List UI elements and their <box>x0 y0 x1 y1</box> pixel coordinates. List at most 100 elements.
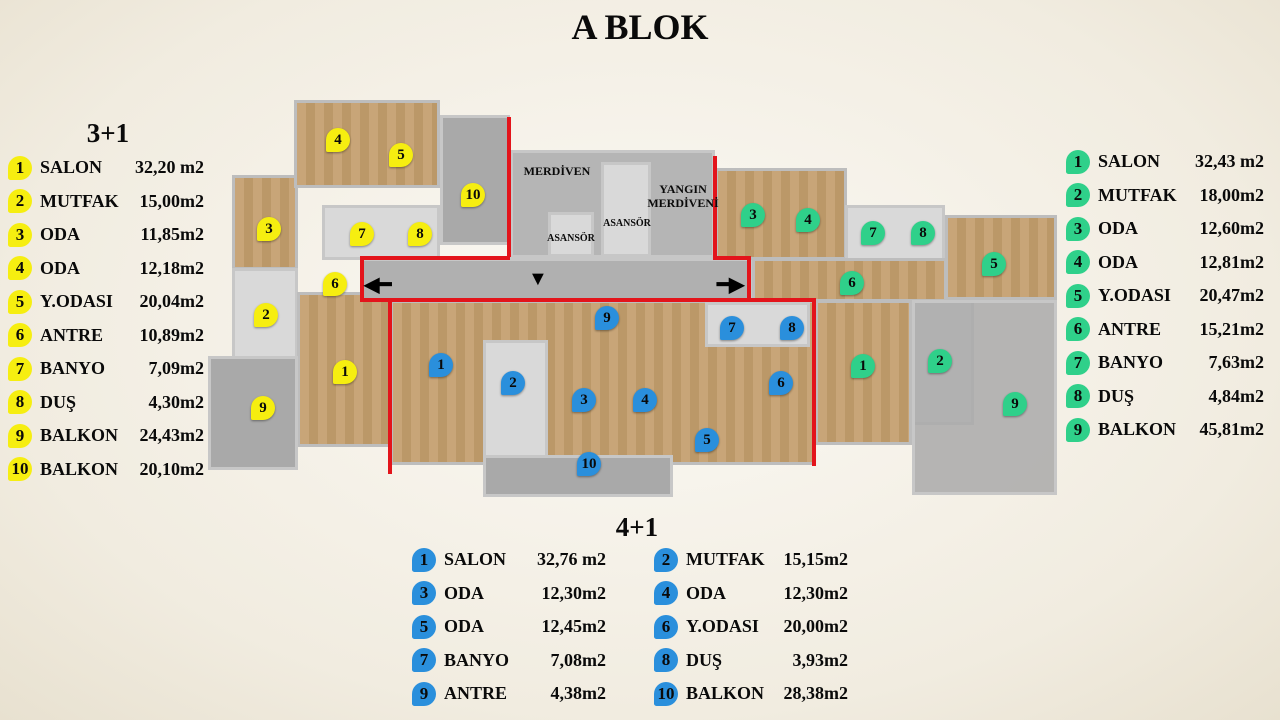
outline <box>360 298 392 302</box>
room-area: 10,89m2 <box>139 324 205 345</box>
room-name: DUŞ <box>686 649 723 670</box>
room-area: 12,30m2 <box>783 582 849 603</box>
legend-item: 3 ODA 12,60m2 <box>1066 212 1271 246</box>
plan-marker-left: 2 <box>254 303 278 327</box>
legend-heading: 4+1 <box>615 512 659 542</box>
plan-marker-left: 7 <box>350 222 374 246</box>
number-badge: 1 <box>412 547 436 572</box>
arrow-right-icon: ━▶ <box>717 274 745 296</box>
number-badge: 9 <box>1066 417 1090 442</box>
room-name: Y.ODASI <box>686 616 759 637</box>
page-title: A BLOK <box>571 7 709 47</box>
outline <box>713 256 751 260</box>
number-badge: 5 <box>1066 283 1090 308</box>
room-name: ANTRE <box>444 683 508 704</box>
arrow-down-icon: ▼ <box>528 268 548 290</box>
room-name: SALON <box>444 549 507 570</box>
room-name: BALKON <box>686 683 765 704</box>
plan-marker-right: 6 <box>840 271 864 295</box>
room-area: 32,43 m2 <box>1195 151 1264 172</box>
outline <box>388 298 392 474</box>
plan-marker-left: 6 <box>323 272 347 296</box>
room-name: MUTFAK <box>40 190 119 211</box>
room-area: 4,30m2 <box>148 391 205 412</box>
room-area: 12,60m2 <box>1199 218 1265 239</box>
room-name: MUTFAK <box>1098 184 1177 205</box>
room-name: ANTRE <box>40 324 104 345</box>
plan-marker-left: 9 <box>251 396 275 420</box>
number-badge: 10 <box>8 457 32 482</box>
number-badge: 5 <box>8 289 32 314</box>
room-name: DUŞ <box>40 391 77 412</box>
room-area: 18,00m2 <box>1199 184 1265 205</box>
room-area: 7,08m2 <box>550 649 607 670</box>
number-badge: 6 <box>1066 317 1090 342</box>
plan-marker-right: 5 <box>982 252 1006 276</box>
plan-marker-bottom: 4 <box>633 388 657 412</box>
number-badge: 3 <box>1066 216 1090 241</box>
label-fire-stairs-1: YANGIN <box>659 182 707 196</box>
plan-marker-bottom: 7 <box>720 316 744 340</box>
number-badge: 8 <box>654 648 678 673</box>
room-area: 28,38m2 <box>783 683 849 704</box>
room-name: ODA <box>1098 218 1138 239</box>
legend-item: 2 MUTFAK 18,00m2 <box>1066 179 1271 213</box>
number-badge: 8 <box>8 390 32 415</box>
number-badge: 7 <box>412 648 436 673</box>
plan-marker-bottom: 5 <box>695 428 719 452</box>
room-area: 4,84m2 <box>1208 385 1265 406</box>
room-area: 15,00m2 <box>139 190 205 211</box>
number-badge: 8 <box>1066 384 1090 409</box>
balcony-right <box>912 300 1057 495</box>
label-elevator-small: ASANSÖR <box>547 233 595 244</box>
number-badge: 6 <box>654 614 678 639</box>
number-badge: 9 <box>412 681 436 706</box>
number-badge: 10 <box>654 681 678 706</box>
room-area: 15,21m2 <box>1199 318 1265 339</box>
room-name: ODA <box>444 616 484 637</box>
room-area: 32,20 m2 <box>135 157 204 178</box>
number-badge: 2 <box>1066 183 1090 208</box>
number-badge: 7 <box>8 356 32 381</box>
room-name: ODA <box>1098 251 1138 272</box>
plan-marker-left: 4 <box>326 128 350 152</box>
room-area: 45,81m2 <box>1199 419 1265 440</box>
plan-marker-right: 8 <box>911 221 935 245</box>
room-area: 12,30m2 <box>541 582 607 603</box>
outline <box>507 117 511 257</box>
legend-item: 10 BALKON 28,38m2 <box>654 677 854 711</box>
room-name: SALON <box>1098 151 1161 172</box>
room-area: 24,43m2 <box>139 425 205 446</box>
plan-marker-left: 8 <box>408 222 432 246</box>
plan-marker-bottom: 1 <box>429 353 453 377</box>
plan-marker-bottom: 2 <box>501 371 525 395</box>
outline <box>747 256 751 300</box>
plan-marker-right: 2 <box>928 349 952 373</box>
plan-marker-right: 1 <box>851 354 875 378</box>
room-name: BANYO <box>40 358 106 379</box>
room-area: 12,18m2 <box>139 257 205 278</box>
plan-marker-bottom: 3 <box>572 388 596 412</box>
room-area: 3,93m2 <box>792 649 849 670</box>
plan-marker-right: 4 <box>796 208 820 232</box>
outline <box>388 298 816 302</box>
room-name: Y.ODASI <box>1098 285 1171 306</box>
